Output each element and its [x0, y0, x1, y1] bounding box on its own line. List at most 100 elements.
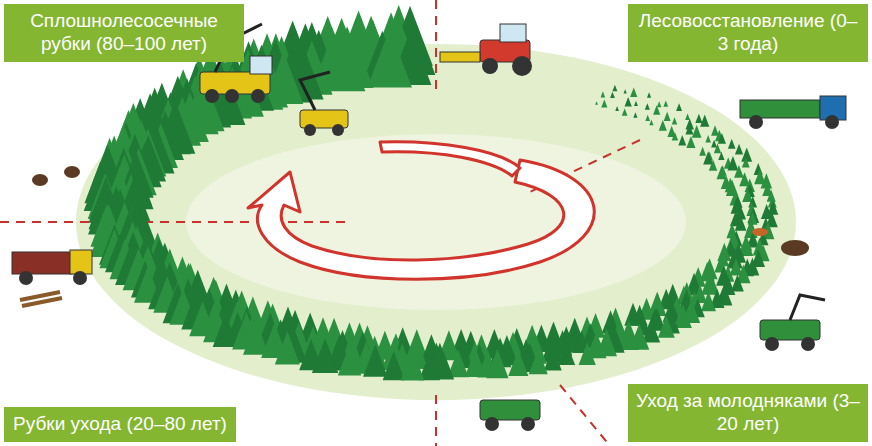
stage-label: Лесовосстановление (0–3 года)	[636, 10, 860, 56]
tree	[734, 165, 744, 178]
planter	[440, 52, 480, 62]
tree	[658, 315, 675, 337]
animals	[32, 166, 809, 256]
crane-arm	[790, 295, 825, 320]
tree	[213, 313, 239, 347]
stage-label: Уход за молодняками (3–20 лет)	[636, 390, 860, 436]
tree	[363, 345, 388, 377]
stage-label-box: Уход за молодняками (3–20 лет)	[628, 384, 868, 442]
bird	[32, 174, 48, 186]
tree	[312, 338, 338, 373]
tractor-cab	[500, 24, 526, 42]
divider-line	[560, 385, 610, 446]
tree	[742, 188, 753, 202]
tree	[649, 120, 653, 126]
tree	[383, 351, 405, 380]
tree	[275, 331, 300, 364]
stage-label-box: Рубки ухода (20–80 лет)	[4, 407, 236, 442]
truck-bed	[740, 100, 820, 118]
tree	[685, 124, 693, 135]
tree	[508, 349, 528, 376]
tree	[625, 97, 632, 107]
tree	[645, 115, 650, 121]
tree	[338, 345, 361, 376]
wheel	[251, 89, 265, 103]
inner-clearing	[186, 134, 686, 310]
tree	[742, 157, 750, 167]
tree	[659, 120, 667, 131]
machine-cab	[250, 56, 272, 74]
tree	[558, 342, 576, 365]
tree	[701, 273, 718, 295]
tree	[401, 349, 425, 380]
crane-arm	[300, 72, 330, 110]
machine-body	[480, 400, 540, 420]
tree	[634, 101, 638, 106]
cycle-arrow-lower	[248, 160, 594, 279]
wheel	[19, 271, 33, 285]
tree	[735, 215, 747, 230]
tractor-planter	[440, 24, 532, 76]
tree	[728, 139, 736, 149]
tree	[692, 125, 702, 138]
tree	[714, 144, 721, 154]
tree	[686, 136, 695, 148]
tree	[685, 114, 690, 120]
forwarder-right	[760, 295, 825, 351]
truck-cab	[70, 250, 92, 274]
tree	[579, 342, 596, 365]
truck-bed	[12, 252, 72, 274]
tree	[601, 100, 607, 108]
tree	[717, 166, 727, 179]
machine-body	[760, 320, 820, 340]
tree	[741, 147, 752, 161]
tree	[676, 103, 682, 111]
tree	[623, 89, 626, 93]
stage-label: Сплошнолесосечные рубки (80–100 лет)	[12, 10, 236, 56]
tree	[615, 106, 619, 111]
log-truck	[12, 250, 92, 306]
tree	[544, 347, 562, 370]
tree	[701, 291, 716, 311]
tree	[664, 112, 671, 121]
tree	[709, 160, 718, 171]
tree	[672, 117, 678, 124]
dashed-dividers	[0, 0, 640, 446]
wheel	[521, 417, 535, 431]
tree	[678, 135, 686, 145]
tree	[647, 92, 651, 98]
cycle-arrow-upper	[380, 142, 520, 176]
tree	[727, 156, 738, 170]
tree	[699, 147, 706, 156]
forwarder	[300, 72, 348, 136]
tree	[705, 135, 711, 142]
tree	[657, 101, 662, 107]
tree	[595, 101, 598, 105]
divider-line	[435, 395, 437, 446]
log-pile	[20, 292, 62, 306]
tree	[748, 212, 758, 225]
tree	[695, 114, 702, 123]
wheel	[512, 56, 532, 76]
wheel	[482, 58, 498, 74]
tree	[610, 92, 615, 98]
wheel	[225, 89, 239, 103]
wheel	[825, 115, 839, 129]
tree	[672, 132, 679, 141]
tree	[703, 151, 713, 164]
tree	[718, 152, 724, 160]
tree	[529, 349, 548, 374]
tree	[645, 103, 650, 110]
wheel	[73, 271, 87, 285]
tree	[653, 105, 660, 114]
wheel	[749, 115, 763, 129]
tree	[367, 29, 412, 88]
tree	[663, 100, 668, 106]
tree	[486, 349, 508, 378]
tree	[612, 85, 617, 92]
stage-label-box: Сплошнолесосечные рубки (80–100 лет)	[4, 4, 244, 62]
tree	[326, 39, 366, 91]
tree	[601, 91, 606, 97]
